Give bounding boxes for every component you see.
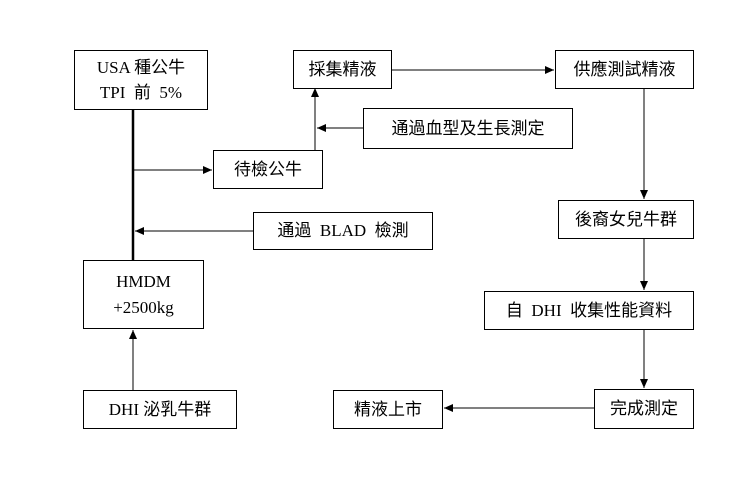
semen-market-label: 精液上市 xyxy=(354,399,422,419)
semen-market-box: 精液上市 xyxy=(333,390,443,429)
collect-semen-box: 採集精液 xyxy=(293,50,392,89)
dhi-collect-label: 自 DHI 收集性能資料 xyxy=(505,300,673,320)
dhi-herd-box: DHI 泌乳牛群 xyxy=(83,390,237,429)
daughters-herd-label: 後裔女兒牛群 xyxy=(575,209,677,229)
hmdm-line1: HMDM xyxy=(116,272,171,291)
usa-sire-line1: USA 種公牛 xyxy=(96,57,186,77)
dhi-herd-label: DHI 泌乳牛群 xyxy=(108,399,212,419)
blad-test-box: 通過 BLAD 檢測 xyxy=(253,212,433,250)
dhi-collect-box: 自 DHI 收集性能資料 xyxy=(484,291,694,330)
supply-test-semen-label: 供應測試精液 xyxy=(573,59,676,79)
hmdm-box: HMDM +2500kg xyxy=(83,260,204,329)
daughters-herd-box: 後裔女兒牛群 xyxy=(558,200,694,239)
usa-sire-line2: TPI 前 5% xyxy=(99,83,183,102)
complete-test-label: 完成測定 xyxy=(610,399,678,419)
supply-test-semen-box: 供應測試精液 xyxy=(555,50,694,89)
complete-test-box: 完成測定 xyxy=(594,389,694,429)
blood-growth-test-label: 通過血型及生長測定 xyxy=(391,118,545,138)
blood-growth-test-box: 通過血型及生長測定 xyxy=(363,108,573,149)
test-bull-label: 待檢公牛 xyxy=(234,159,302,179)
collect-semen-label: 採集精液 xyxy=(308,59,377,79)
hmdm-line2: +2500kg xyxy=(113,297,174,317)
usa-sire-box: USA 種公牛 TPI 前 5% xyxy=(74,50,208,110)
blad-test-label: 通過 BLAD 檢測 xyxy=(277,221,409,241)
test-bull-box: 待檢公牛 xyxy=(213,150,323,189)
